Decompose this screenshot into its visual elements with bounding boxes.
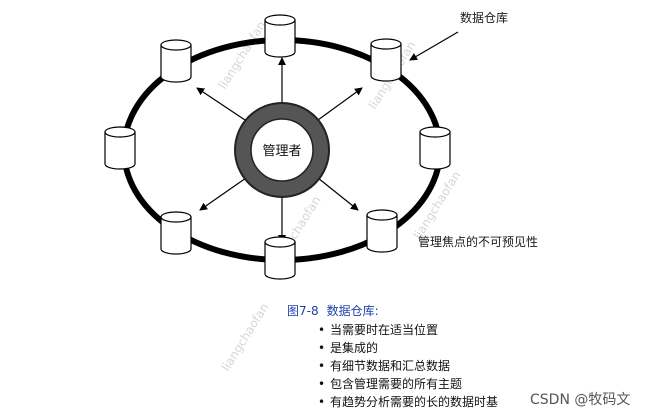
csdn-credit: CSDN @牧码文 xyxy=(530,392,631,408)
arrow-lower-left xyxy=(199,177,247,211)
center-label: 管理者 xyxy=(262,144,301,159)
arrow-lower-right xyxy=(317,177,359,211)
cylinder-bottom-left xyxy=(160,211,192,255)
list-item: 有趋势分析需要的长的数据时基 xyxy=(318,393,498,411)
watermark-1: liangchaofan xyxy=(216,19,269,92)
watermark-5: liangchaofan xyxy=(219,301,272,374)
figure-caption: 图7-8 数据仓库: xyxy=(287,302,379,319)
manager-hub: 管理者 xyxy=(234,102,330,198)
data-stores xyxy=(104,14,451,280)
list-item: 包含管理需要的所有主题 xyxy=(318,375,498,393)
arrow-upper-left xyxy=(196,87,249,123)
arrow-upper-right xyxy=(317,87,363,121)
cylinder-top xyxy=(264,14,296,58)
warehouse-pointer xyxy=(409,31,459,61)
list-item: 当需要时在适当位置 xyxy=(318,321,498,339)
cylinder-bottom xyxy=(264,236,296,280)
warehouse-label: 数据仓库 xyxy=(460,10,508,25)
cylinder-left xyxy=(104,126,136,170)
list-item: 是集成的 xyxy=(318,339,498,357)
figure-number: 图7-8 xyxy=(287,304,319,318)
cylinder-top-left xyxy=(160,39,192,83)
list-item: 有细节数据和汇总数据 xyxy=(318,357,498,375)
figure-title: 数据仓库: xyxy=(326,304,379,318)
cylinder-top-right xyxy=(370,38,402,82)
cylinder-right xyxy=(419,126,451,170)
cylinder-bottom-right xyxy=(366,209,398,253)
feature-list: 当需要时在适当位置 是集成的 有细节数据和汇总数据 包含管理需要的所有主题 有趋… xyxy=(318,321,498,411)
focus-label: 管理焦点的不可预见性 xyxy=(418,234,538,249)
arrows xyxy=(196,57,363,243)
